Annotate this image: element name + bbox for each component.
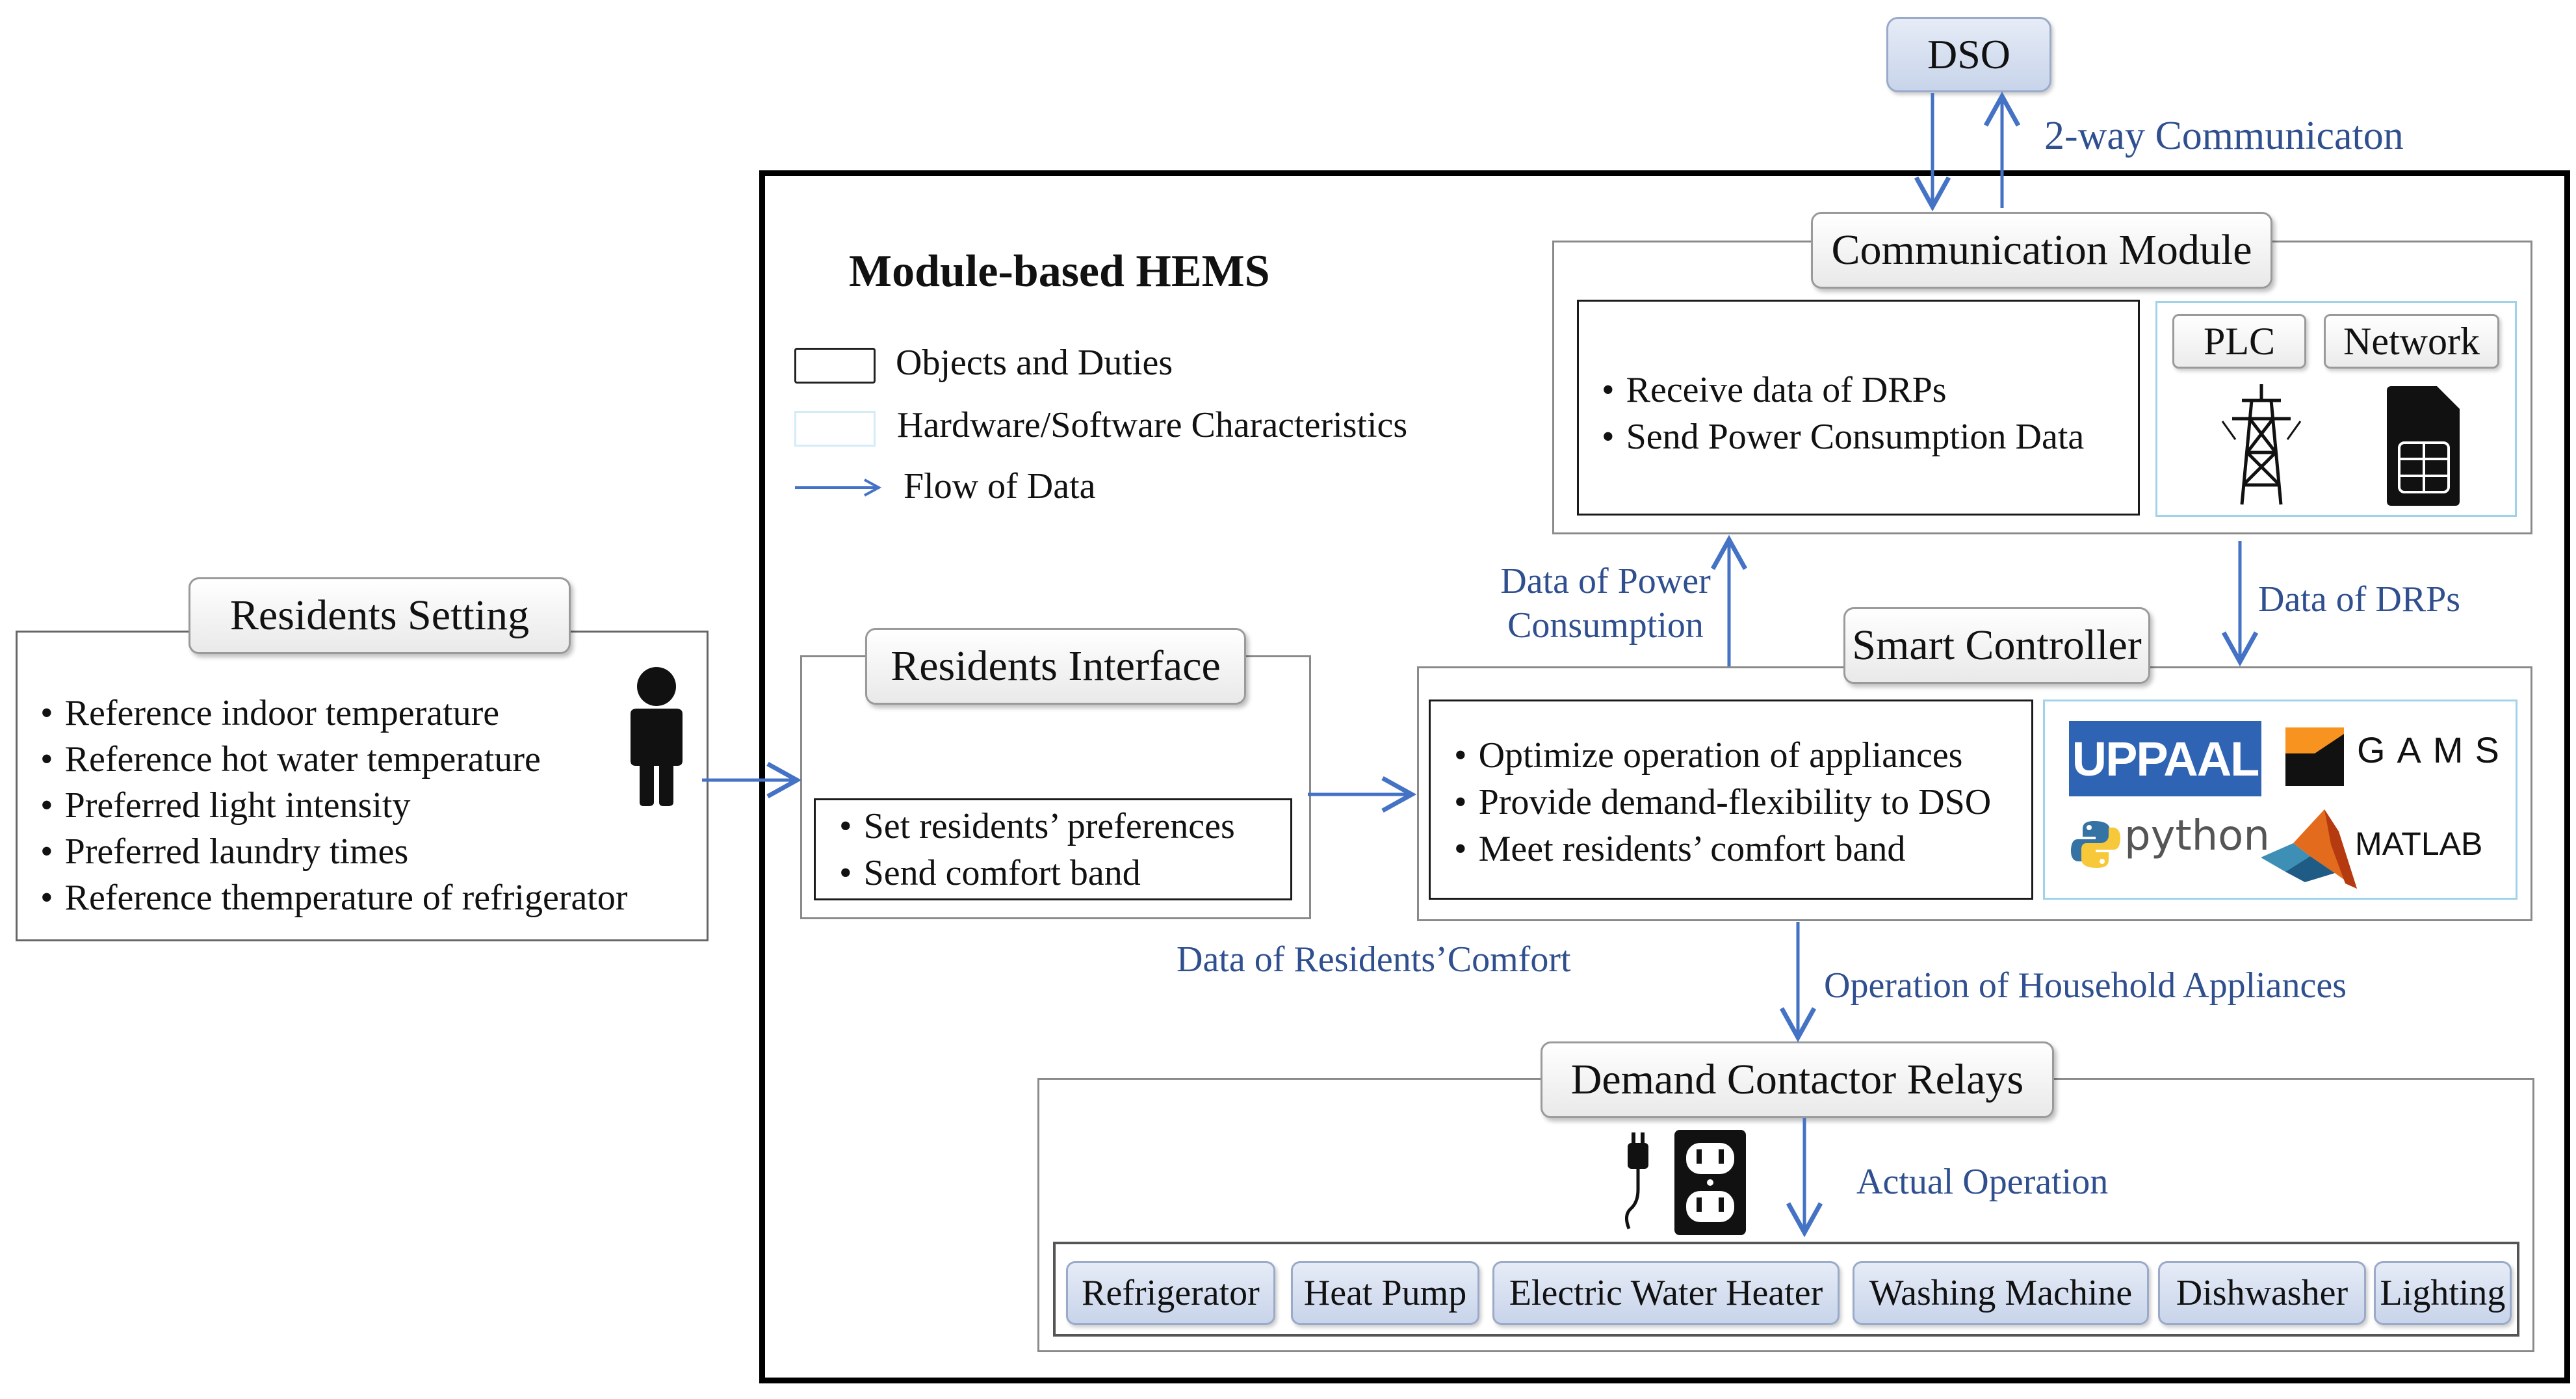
matlab-logo-icon [2261,809,2357,889]
dso-label: DSO [1927,31,2011,77]
flow-label-power-consumption: Data of Power Consumption [1463,559,1749,647]
appliance-dishwasher: Dishwasher [2158,1261,2366,1325]
python-logo-icon [2071,821,2120,868]
uppaal-logo-text: UPPAAL [2072,731,2260,786]
appliance-refrigerator: Refrigerator [1066,1261,1275,1325]
appliance-electric-water-heater: Electric Water Heater [1492,1261,1840,1325]
appliance-washing-machine: Washing Machine [1853,1261,2149,1325]
interface-duty-comfort-band: Send comfort band [839,850,1235,896]
legend-flow-label: Flow of Data [904,466,1096,506]
network-text: Network [2343,319,2480,363]
outlet-icon [1674,1130,1746,1235]
python-logo-text: python [2124,812,2270,860]
controller-duty-comfort: Meet residents’ comfort band [1454,826,1991,872]
demand-relays-title-text: Demand Contactor Relays [1570,1056,2024,1103]
legend: Objects and Duties Hardware/Software Cha… [790,338,1472,514]
smart-controller-title: Smart Controller [1843,607,2150,684]
appliance-heat-pump-label: Heat Pump [1303,1273,1467,1313]
residents-interface-title-text: Residents Interface [891,642,1221,690]
hems-frame [759,170,2570,1383]
smart-controller-title-text: Smart Controller [1852,621,2142,669]
controller-duty-optimize: Optimize operation of appliances [1454,732,1991,779]
appliance-lighting-label: Lighting [2380,1273,2506,1313]
flow-label-actual-operation: Actual Operation [1856,1162,2109,1202]
setting-item-light-intensity: Preferred light intensity [40,783,628,829]
legend-objects-label: Objects and Duties [896,343,1173,383]
plc-tag: PLC [2172,314,2306,369]
setting-item-hot-water-temp: Reference hot water temperature [40,737,628,783]
comm-duty-send: Send Power Consumption Data [1602,413,2085,460]
communication-module-title: Communication Module [1811,212,2272,289]
comm-duty-receive: Receive data of DRPs [1602,367,2084,413]
matlab-logo-text: MATLAB [2355,826,2483,862]
communication-hardware-box: PLC Network [2155,301,2517,517]
legend-hardware-label: Hardware/Software Characteristics [897,405,1408,445]
flow-label-power-consumption-line2: Consumption [1507,605,1704,646]
flow-label-residents-comfort: Data of Residents’Comfort [1177,939,1571,980]
appliance-washing-machine-label: Washing Machine [1869,1273,2133,1313]
network-tag: Network [2324,314,2499,369]
setting-item-indoor-temp: Reference indoor temperature [40,690,628,737]
appliance-refrigerator-label: Refrigerator [1082,1273,1260,1313]
setting-item-laundry-times: Preferred laundry times [40,829,628,875]
appliance-heat-pump: Heat Pump [1291,1261,1479,1325]
smart-controller-duties-box: Optimize operation of appliances Provide… [1429,700,2033,900]
residents-setting-list: Reference indoor temperature Reference h… [40,690,628,921]
setting-item-refrigerator-temp: Reference themperature of refrigerator [40,875,628,921]
flow-label-power-consumption-line1: Data of Power [1500,561,1711,601]
person-icon [631,667,683,806]
sim-card-icon [2387,386,2460,506]
communication-module-title-text: Communication Module [1831,226,2252,274]
residents-setting-title: Residents Setting [189,577,571,654]
appliance-dishwasher-label: Dishwasher [2176,1273,2348,1313]
controller-duty-flexibility: Provide demand-flexibility to DSO [1454,779,1992,826]
uppaal-logo: UPPAAL [2069,721,2261,796]
residents-setting-title-text: Residents Setting [229,592,530,639]
residents-interface-duties-box: Set residents’ preferences Send comfort … [814,798,1292,900]
plc-text: PLC [2203,319,2276,363]
residents-interface-title: Residents Interface [865,628,1246,705]
diagram-title: Module-based HEMS [849,246,1270,296]
legend-arrow-icon [795,478,882,497]
legend-hardware-swatch [794,411,876,447]
dso-node: DSO [1886,17,2051,92]
legend-object-swatch [794,348,876,384]
communication-duties-box: Receive data of DRPs Send Power Consumpt… [1577,300,2140,516]
plug-icon [1625,1132,1648,1229]
power-tower-icon [2221,384,2302,505]
appliance-lighting: Lighting [2374,1261,2512,1325]
two-way-communication-label: 2-way Communicaton [2044,114,2404,158]
gams-logo-icon [2285,727,2344,786]
smart-controller-software-box: UPPAAL GAMS python MATLAB [2043,700,2517,900]
demand-relays-title: Demand Contactor Relays [1541,1041,2054,1118]
appliance-electric-water-heater-label: Electric Water Heater [1509,1273,1823,1313]
interface-duty-preferences: Set residents’ preferences [839,803,1235,850]
gams-logo-text: GAMS [2357,729,2511,770]
flow-label-household-operation: Operation of Household Appliances [1824,965,2347,1006]
flow-label-drps: Data of DRPs [2258,579,2461,620]
